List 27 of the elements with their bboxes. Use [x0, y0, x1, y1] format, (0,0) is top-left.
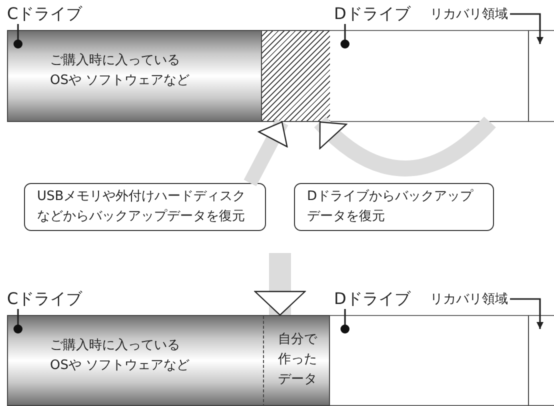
note-box: Dドライブからバックアップデータを復元 — [294, 183, 494, 231]
block-arrow — [254, 253, 306, 316]
area-label: リカバリ領域 — [430, 291, 509, 309]
leader-line — [510, 298, 544, 329]
leader-line — [340, 24, 350, 48]
partition-text: ご購入時に入っている OSや ソフトウェアなど — [50, 52, 190, 90]
drive-label: Cドライブ — [7, 4, 84, 24]
recovery-partition — [528, 315, 554, 406]
leader-line — [340, 309, 350, 334]
note-box: USBメモリや外付けハードディスクなどからバックアップデータを復元 — [24, 183, 266, 231]
block-arrow — [244, 118, 288, 186]
leader-line — [510, 13, 544, 44]
section-text: 自分で作ったデータ — [278, 331, 317, 389]
drive-partition — [7, 30, 262, 122]
drive-label: Dドライブ — [334, 289, 412, 309]
leader-line — [14, 24, 22, 48]
drive-partition — [7, 315, 330, 406]
drive-label: Cドライブ — [7, 289, 84, 309]
drive-partition — [330, 30, 528, 122]
leader-line — [14, 309, 22, 334]
drive-partition — [330, 315, 528, 406]
hatched-area — [262, 30, 330, 122]
recovery-partition — [528, 30, 554, 122]
area-label: リカバリ領域 — [430, 6, 509, 24]
drive-label: Dドライブ — [334, 4, 412, 24]
curved-arrow — [314, 116, 496, 176]
partition-text: ご購入時に入っている OSや ソフトウェアなど — [50, 337, 190, 375]
